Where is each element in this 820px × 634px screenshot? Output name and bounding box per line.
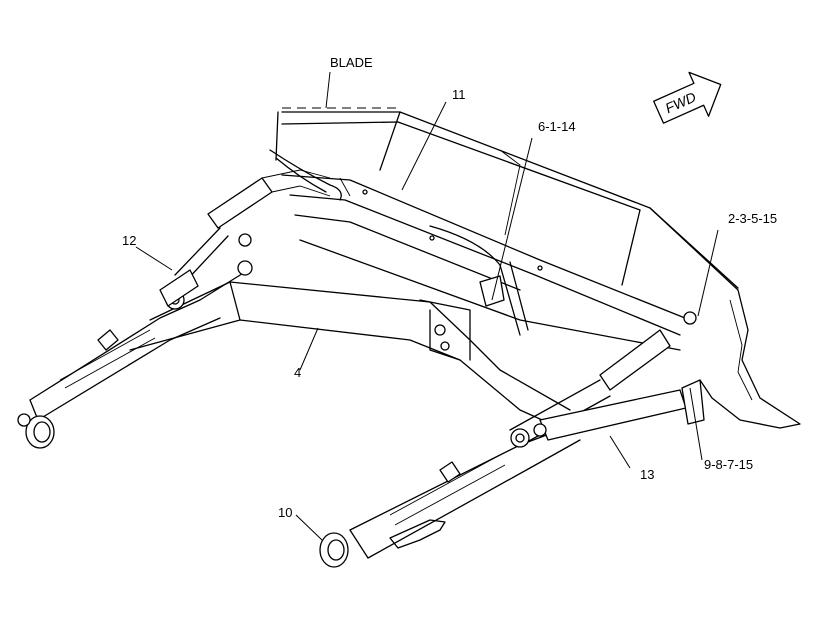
blade-frame-brace [281,174,691,351]
right-push-arm [319,429,581,568]
callout-13: 13 [640,467,655,482]
callout-blade: BLADE [330,55,373,70]
callout-9-8-7-15: 9-8-7-15 [704,457,754,472]
forward-direction-arrow-icon: FWD [653,71,722,124]
callout-10: 10 [278,505,293,520]
lift-arm-frame [129,281,571,429]
right-lift-cylinder [509,311,705,448]
callout-6-1-14: 6-1-14 [538,119,576,134]
callout-2-3-5-15: 2-3-5-15 [728,211,778,226]
left-lift-cylinder [159,169,331,310]
leader-lines [135,71,719,541]
hydraulic-hoses [269,149,529,336]
blade [275,107,801,429]
callout-11: 11 [452,87,466,102]
callout-4: 4 [294,365,302,380]
callout-12: 12 [122,233,137,248]
left-push-arm [17,271,246,449]
